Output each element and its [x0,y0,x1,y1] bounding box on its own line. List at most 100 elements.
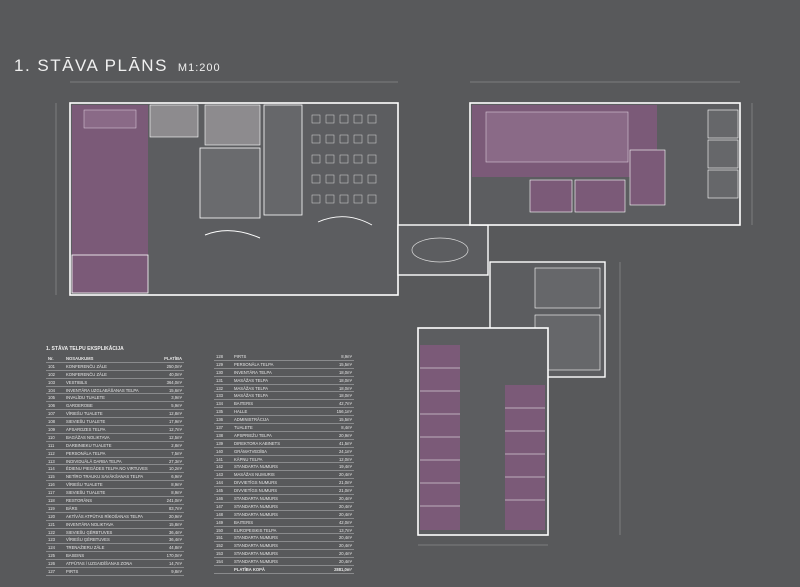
cell-nr: 113 [48,458,55,464]
cell-area: 8,9m² [171,482,182,488]
cell-nr: 147 [216,503,223,509]
cell-nr: 149 [216,519,223,525]
cell-name: PIRTS [234,354,247,359]
cell-nr: 114 [48,466,55,472]
cell-area: 42,0m² [338,519,352,525]
cell-nr: 136 [216,417,223,423]
table-row: 111 DARBINIEKU TUALETE 2,8m² [46,442,184,450]
cell-area: 18,0m² [338,393,352,399]
stage-area [83,109,137,129]
cell-name: ATPŪTAS / UZGAIDĪŠANAS ZONA [66,561,133,567]
cell-nr: 130 [216,369,223,375]
cell-area: 15,5m² [338,361,352,367]
cell-nr: 109 [48,427,55,433]
grey-room-1 [149,104,199,138]
cell-nr: 120 [48,513,55,519]
cell-nr: 124 [48,545,55,551]
cell-name: INVENTĀRA UZGLABĀŠANAS TELPA [66,387,139,393]
cell-nr: 152 [216,543,223,549]
cell-name: ĒDIENU PIEGĀDES TELPA NO VIRTUVES [66,466,148,472]
bar-counter [204,230,261,239]
link-corridor [397,224,489,276]
cell-area: 2,8m² [171,442,182,448]
cell-area: 20,9m² [338,432,352,438]
cell-area: 8,4m² [341,425,352,431]
cell-nr: 132 [216,385,223,391]
cell-nr: 110 [48,434,55,440]
cell-area: 7,5m² [171,450,182,456]
hall-table [411,237,469,263]
cell-name: MASĀŽAS TELPA [234,385,269,391]
cell-name: NETĪRO TRAUKU SAVĀKŠANAS TELPA [66,474,144,480]
grey-room-2 [204,104,261,146]
cell-nr: 143 [216,472,223,478]
cell-nr: 122 [48,529,55,535]
cell-nr: 153 [216,551,223,557]
cell-area: 8,9m² [171,490,182,496]
cell-nr: 144 [216,480,223,486]
cell-area: 20,4m² [338,551,352,557]
cell-area: 24,1m² [338,448,352,454]
cell-nr: 135 [216,409,223,415]
cell-nr: 129 [216,361,223,367]
cell-nr: 118 [48,498,55,504]
cell-nr: 103 [48,379,55,385]
cell-nr: 141 [216,456,223,462]
scale-label: M1:200 [177,62,221,74]
cell-nr: 102 [48,371,55,377]
cell-area: 6,9m² [171,474,182,480]
cell-nr: 126 [48,561,55,567]
changing-room-2 [574,179,626,213]
cell-nr: 127 [48,569,55,575]
cell-nr: 154 [216,559,223,565]
cell-name: PIRTS [66,569,79,575]
conference-hall-room [72,105,148,255]
cell-name: SIEVIEŠU TUALETE [66,419,106,425]
cell-name: DIVVIETĪGS NUMURS [234,480,278,486]
cell-nr: 133 [216,393,223,399]
cell-name: DARBINIEKU TUALETE [66,442,112,448]
cell-nr: 116 [48,482,55,488]
cell-area: 10,2m² [168,466,182,472]
massage-room-3 [707,169,739,199]
massage-room-1 [707,109,739,139]
cell-name: STANDARTA NUMURS [234,496,278,502]
dimension-lines [55,81,753,546]
cell-area: 18,0m² [338,369,352,375]
hotel-rooms-east [505,385,545,530]
cell-area: 250,0m² [166,363,182,369]
cell-area: 15,5m² [338,417,352,423]
cell-name: INDIVIDUĀLĀ DARBA TELPA [66,458,122,464]
cell-name: GARDEROBE [66,403,93,409]
cell-area: 14,7m² [168,561,182,567]
cell-area: 44,8m² [168,545,182,551]
cell-nr: 140 [216,448,223,454]
cell-name: SIEVIEŠU ĢĒRBTUVES [66,529,113,535]
cell-nr: 111 [48,442,55,448]
toilets-block [263,104,303,216]
table-title: 1. STĀVA TELPU EKSPLIKĀCIJA [46,346,124,352]
cell-name: KĀPNU TELPA [234,456,263,462]
cell-area: 42,7m² [338,401,352,407]
cell-nr: 131 [216,377,223,383]
